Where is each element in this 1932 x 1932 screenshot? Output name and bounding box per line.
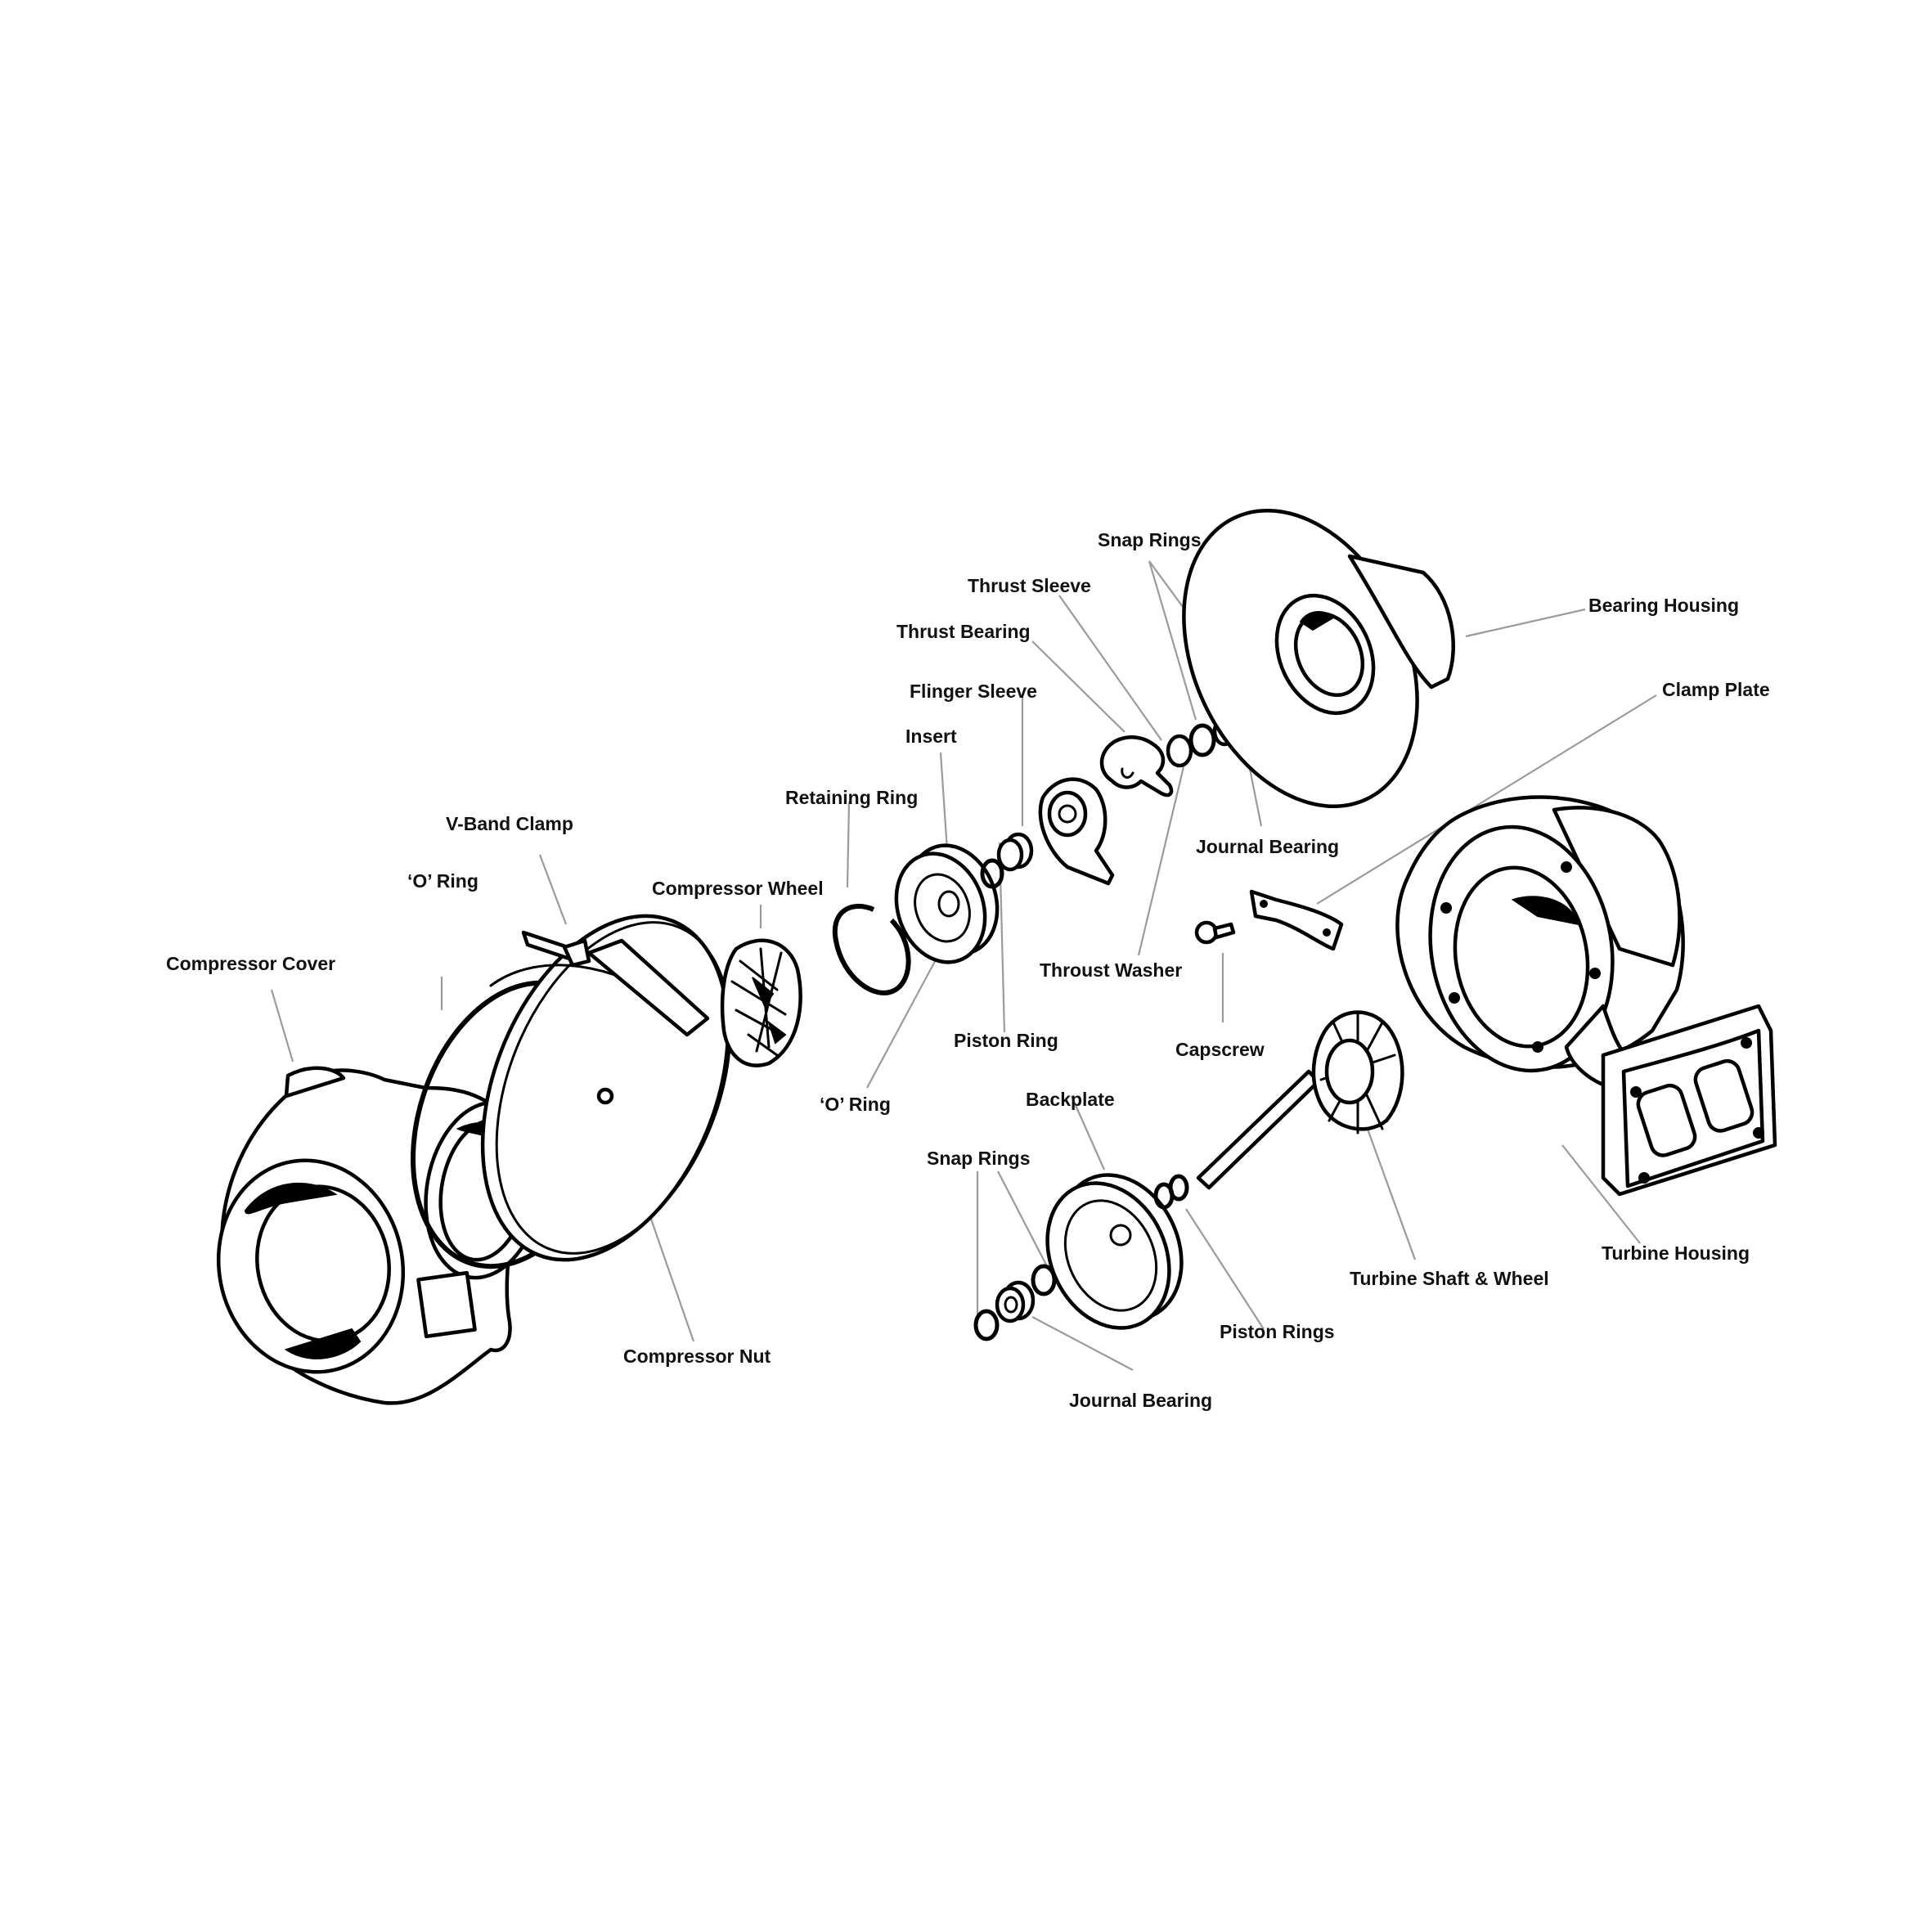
snap-rings-bottom <box>973 1264 1057 1341</box>
bearing-housing <box>1182 508 1455 809</box>
label-journal-bearing-bottom: Journal Bearing <box>1069 1390 1212 1411</box>
label-compressor-wheel: Compressor Wheel <box>652 878 824 899</box>
label-snap-rings-top: Snap Rings <box>1098 529 1202 550</box>
compressor-cover <box>216 1066 545 1405</box>
label-turbine-shaft-wheel: Turbine Shaft & Wheel <box>1350 1268 1549 1289</box>
journal-bearing-bottom <box>995 1280 1036 1323</box>
turbine-shaft-wheel <box>1196 1010 1404 1190</box>
v-band-clamp <box>489 930 710 1105</box>
thrust-bearing <box>1038 777 1115 886</box>
piston-rings <box>1153 1174 1189 1210</box>
label-compressor-cover: Compressor Cover <box>166 953 335 974</box>
label-backplate: Backplate <box>1026 1089 1115 1110</box>
label-piston-rings: Piston Rings <box>1220 1321 1335 1342</box>
label-insert: Insert <box>905 726 957 747</box>
label-throust-washer: Throust Washer <box>1040 959 1182 981</box>
flinger-sleeve <box>996 832 1034 872</box>
label-turbine-housing: Turbine Housing <box>1602 1242 1750 1264</box>
clamp-plate <box>1249 889 1344 951</box>
label-piston-ring: Piston Ring <box>954 1030 1058 1051</box>
label-snap-rings-bottom: Snap Rings <box>927 1148 1031 1169</box>
label-flinger-sleeve: Flinger Sleeve <box>910 681 1037 702</box>
label-v-band-clamp: V-Band Clamp <box>446 813 573 834</box>
label-thrust-sleeve: Thrust Sleeve <box>968 575 1091 596</box>
capscrew <box>1194 920 1236 945</box>
label-compressor-nut: Compressor Nut <box>623 1346 771 1367</box>
thrust-sleeve <box>1166 734 1193 768</box>
part-labels: Compressor Cover ‘O’ Ring V-Band Clamp C… <box>166 529 1770 1411</box>
backplate <box>1045 1173 1184 1330</box>
compressor-wheel <box>720 938 802 1067</box>
retaining-ring <box>832 903 911 995</box>
turbine-housing <box>1395 795 1777 1197</box>
label-o-ring-left: ‘O’ Ring <box>407 870 479 892</box>
label-retaining-ring: Retaining Ring <box>785 787 918 808</box>
label-thrust-bearing: Thrust Bearing <box>896 621 1031 642</box>
label-clamp-plate: Clamp Plate <box>1662 679 1770 700</box>
label-bearing-housing: Bearing Housing <box>1588 595 1739 616</box>
piston-ring <box>980 858 1004 889</box>
label-capscrew: Capscrew <box>1175 1039 1265 1060</box>
insert <box>894 843 1000 964</box>
label-o-ring-mid: ‘O’ Ring <box>820 1094 891 1115</box>
label-journal-bearing-top: Journal Bearing <box>1196 836 1339 857</box>
throust-washer <box>1099 735 1174 798</box>
